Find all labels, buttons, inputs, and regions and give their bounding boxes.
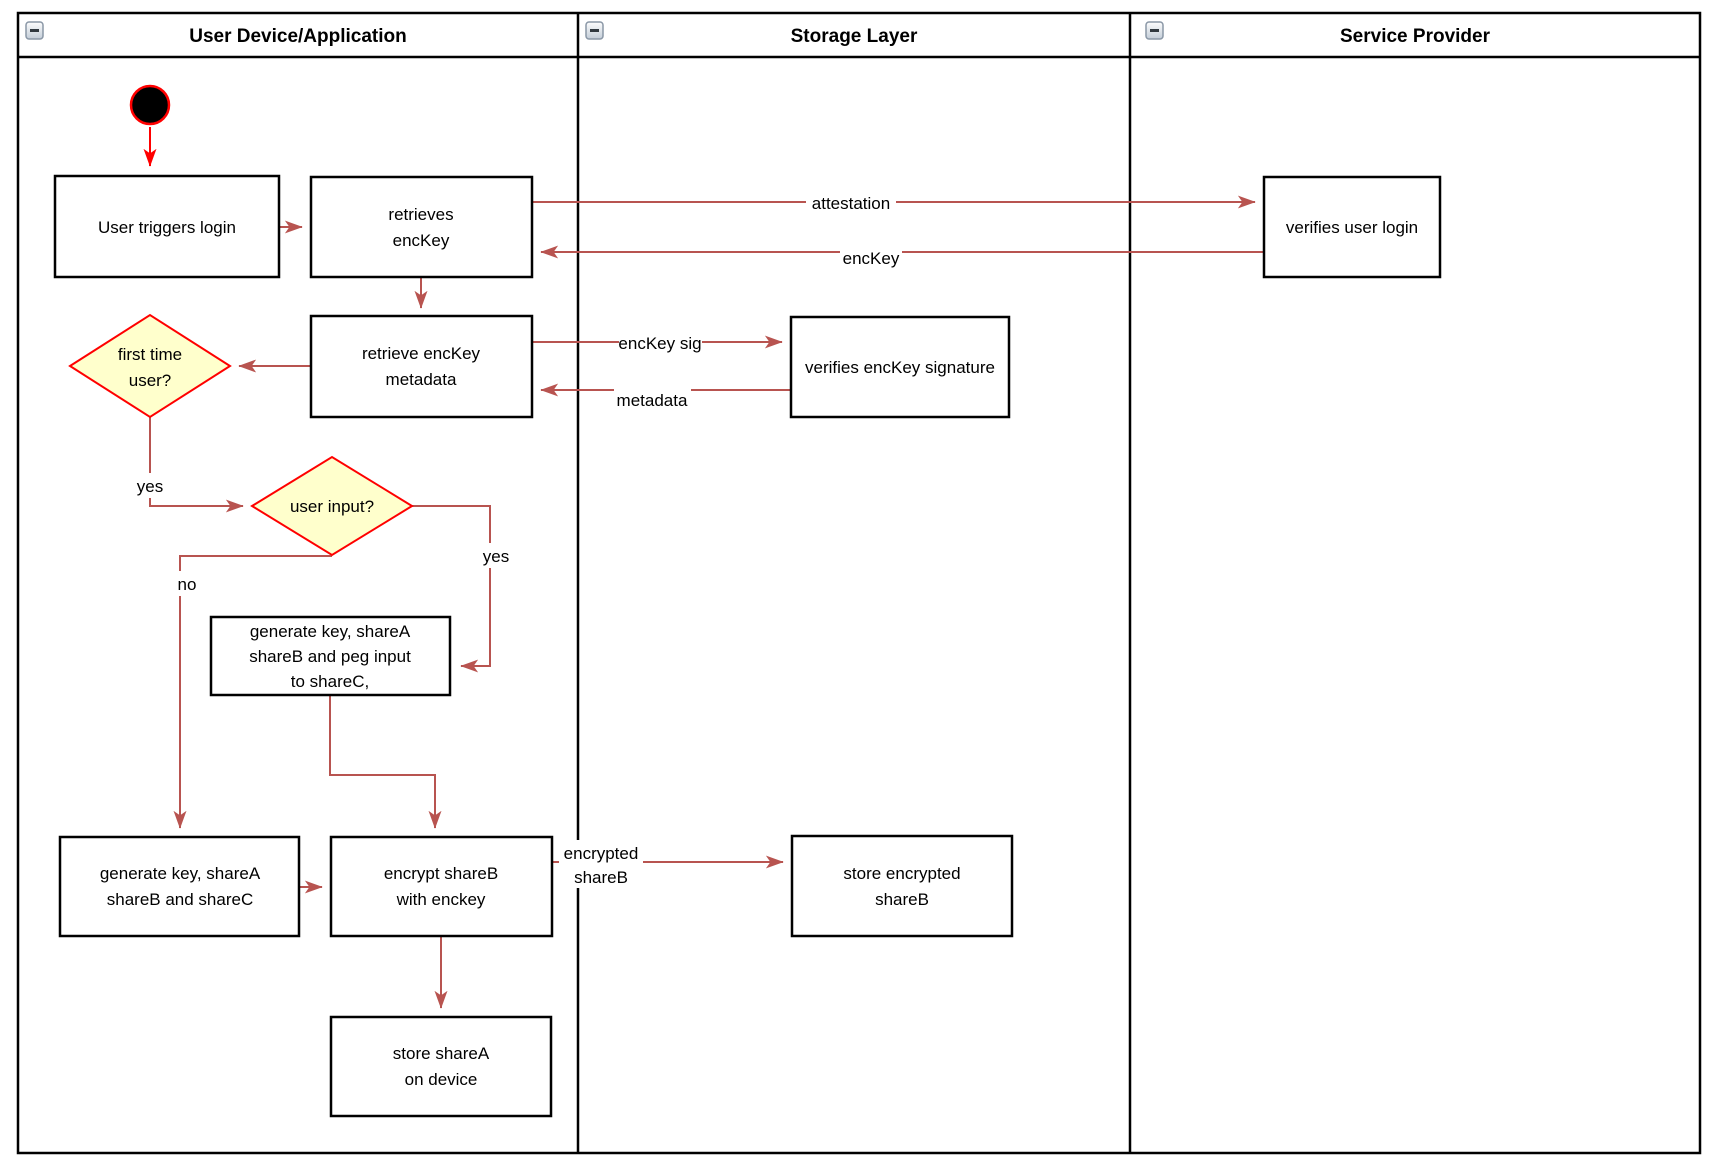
lane-collapse-button-2[interactable] bbox=[585, 21, 604, 40]
collapse-minus-icon bbox=[1150, 29, 1159, 32]
collapse-minus-icon bbox=[30, 29, 39, 32]
svg-text:retrieves: retrieves bbox=[388, 205, 453, 224]
node-generate-key-abc[interactable]: generate key, shareA shareB and shareC bbox=[58, 835, 301, 938]
svg-text:generate key, shareA: generate key, shareA bbox=[250, 622, 411, 641]
svg-text:yes: yes bbox=[137, 477, 163, 496]
lane-collapse-button-3[interactable] bbox=[1145, 21, 1164, 40]
node-decision-user-input[interactable]: user input? bbox=[250, 455, 414, 557]
svg-text:no: no bbox=[178, 575, 197, 594]
svg-text:User triggers login: User triggers login bbox=[98, 218, 236, 237]
edge-label-enckey-sig: encKey sig bbox=[618, 330, 702, 355]
node-retrieves-enckey[interactable]: retrieves encKey bbox=[309, 175, 534, 279]
svg-text:shareB: shareB bbox=[875, 890, 929, 909]
node-decision-first-time-user[interactable]: first time user? bbox=[68, 313, 232, 419]
svg-text:shareB and peg input: shareB and peg input bbox=[249, 647, 411, 666]
svg-text:generate key, shareA: generate key, shareA bbox=[100, 864, 261, 883]
svg-text:metadata: metadata bbox=[617, 391, 688, 410]
svg-text:verifies encKey signature: verifies encKey signature bbox=[805, 358, 995, 377]
node-store-sharea[interactable]: store shareA on device bbox=[329, 1015, 553, 1118]
svg-text:first time: first time bbox=[118, 345, 182, 364]
svg-text:yes: yes bbox=[483, 547, 509, 566]
svg-text:user?: user? bbox=[129, 371, 172, 390]
svg-text:shareB: shareB bbox=[574, 868, 628, 887]
lane-title-storage-layer: Storage Layer bbox=[791, 26, 918, 47]
svg-text:encKey: encKey bbox=[393, 231, 450, 250]
lane-title-user-device: User Device/Application bbox=[189, 26, 407, 47]
svg-text:store shareA: store shareA bbox=[393, 1044, 490, 1063]
svg-text:user input?: user input? bbox=[290, 497, 374, 516]
edge-peg-to-encrypt bbox=[329, 695, 442, 829]
initial-state-node[interactable] bbox=[129, 84, 171, 126]
node-generate-key-peg-input[interactable]: generate key, shareA shareB and peg inpu… bbox=[209, 615, 452, 697]
lane-collapse-button-1[interactable] bbox=[25, 21, 44, 40]
svg-text:metadata: metadata bbox=[386, 370, 457, 389]
lane-title-service-provider: Service Provider bbox=[1340, 26, 1491, 47]
node-verifies-enckey-signature[interactable]: verifies encKey signature bbox=[789, 315, 1011, 419]
svg-text:shareB and shareC: shareB and shareC bbox=[107, 890, 253, 909]
edge-label-enckey: encKey bbox=[840, 245, 902, 270]
collapse-minus-icon bbox=[590, 29, 599, 32]
svg-text:encrypt shareB: encrypt shareB bbox=[384, 864, 498, 883]
edge-yes-to-userinput bbox=[149, 417, 244, 513]
svg-text:verifies user login: verifies user login bbox=[1286, 218, 1418, 237]
svg-text:retrieve encKey: retrieve encKey bbox=[362, 344, 481, 363]
svg-text:attestation: attestation bbox=[812, 194, 890, 213]
edge-labels: attestation encKey encKey sig metadata y… bbox=[134, 189, 902, 888]
svg-text:encKey: encKey bbox=[843, 249, 900, 268]
node-verifies-user-login[interactable]: verifies user login bbox=[1262, 175, 1442, 279]
node-retrieve-enckey-metadata[interactable]: retrieve encKey metadata bbox=[309, 314, 534, 419]
nodes: User triggers login retrieves encKey ver… bbox=[53, 84, 1442, 1118]
svg-text:store encrypted: store encrypted bbox=[843, 864, 960, 883]
node-store-encrypted-shareb[interactable]: store encrypted shareB bbox=[790, 834, 1014, 938]
svg-text:encrypted: encrypted bbox=[564, 844, 639, 863]
edge-yes-to-generate-peg bbox=[412, 505, 491, 673]
svg-text:encKey sig: encKey sig bbox=[618, 334, 701, 353]
svg-text:to shareC,: to shareC, bbox=[291, 672, 369, 691]
edge-label-attestation: attestation bbox=[806, 189, 896, 215]
edge-no-to-generate-abc bbox=[173, 555, 332, 829]
edge-label-no: no bbox=[174, 571, 201, 596]
node-encrypt-shareb[interactable]: encrypt shareB with enckey bbox=[329, 835, 554, 938]
edge-label-metadata: metadata bbox=[614, 387, 691, 412]
svg-text:on device: on device bbox=[405, 1070, 478, 1089]
edge-label-yes-user-input: yes bbox=[480, 543, 513, 568]
edge-label-yes-first-time: yes bbox=[134, 473, 167, 498]
svg-text:with enckey: with enckey bbox=[396, 890, 486, 909]
edge-label-encrypted-shareb: encrypted shareB bbox=[559, 840, 643, 888]
node-user-triggers-login[interactable]: User triggers login bbox=[53, 174, 281, 279]
